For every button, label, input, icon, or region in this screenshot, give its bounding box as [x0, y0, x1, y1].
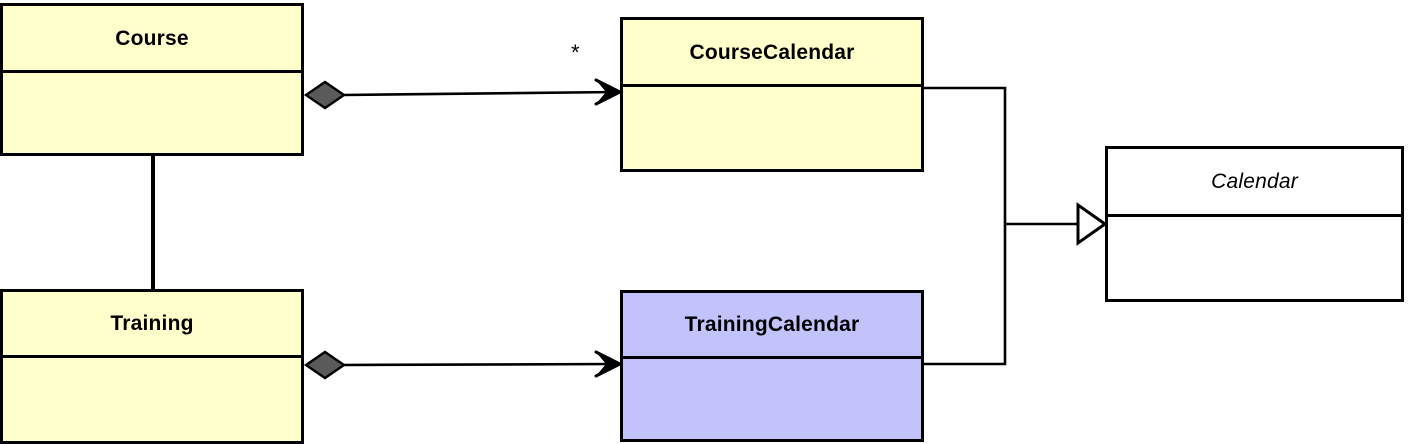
class-attributes-compartment-calendar	[1108, 217, 1401, 299]
class-title-coursecalendar: CourseCalendar	[689, 40, 855, 64]
class-name-compartment-coursecalendar: CourseCalendar	[623, 20, 921, 87]
class-attributes-compartment-course	[3, 73, 301, 153]
generalization-trunk-to-calendar	[1005, 202, 1108, 246]
relationship-trainingcalendar-calendar[interactable]	[924, 224, 1007, 366]
class-attributes-compartment-training	[3, 358, 301, 441]
class-title-training: Training	[110, 312, 194, 335]
filled-diamond-training	[303, 350, 347, 380]
hollow-triangle-calendar	[1076, 202, 1108, 246]
class-name-compartment-training: Training	[3, 292, 301, 358]
class-attributes-compartment-trainingcalendar	[623, 359, 921, 439]
class-title-calendar: Calendar	[1211, 170, 1298, 193]
class-box-calendar[interactable]: Calendar	[1105, 146, 1404, 302]
class-name-compartment-trainingcalendar: TrainingCalendar	[623, 293, 921, 359]
class-box-training[interactable]: Training	[0, 289, 304, 444]
class-attributes-compartment-coursecalendar	[623, 87, 921, 169]
open-arrowhead-coursecalendar	[594, 78, 624, 106]
class-title-trainingcalendar: TrainingCalendar	[684, 313, 860, 336]
relationship-coursecalendar-calendar[interactable]	[924, 86, 1007, 224]
class-name-compartment-course: Course	[3, 6, 301, 73]
relationship-course-coursecalendar[interactable]	[303, 78, 624, 110]
class-box-course[interactable]: Course	[0, 3, 304, 156]
open-arrowhead-trainingcalendar	[594, 350, 624, 378]
multiplicity-label-course-coursecalendar: *	[571, 40, 580, 65]
class-name-compartment-calendar: Calendar	[1108, 149, 1401, 217]
filled-diamond-course	[303, 80, 347, 110]
relationship-training-trainingcalendar[interactable]	[303, 350, 624, 380]
class-box-coursecalendar[interactable]: CourseCalendar	[620, 17, 924, 172]
class-title-course: Course	[115, 26, 189, 50]
class-box-trainingcalendar[interactable]: TrainingCalendar	[620, 290, 924, 442]
